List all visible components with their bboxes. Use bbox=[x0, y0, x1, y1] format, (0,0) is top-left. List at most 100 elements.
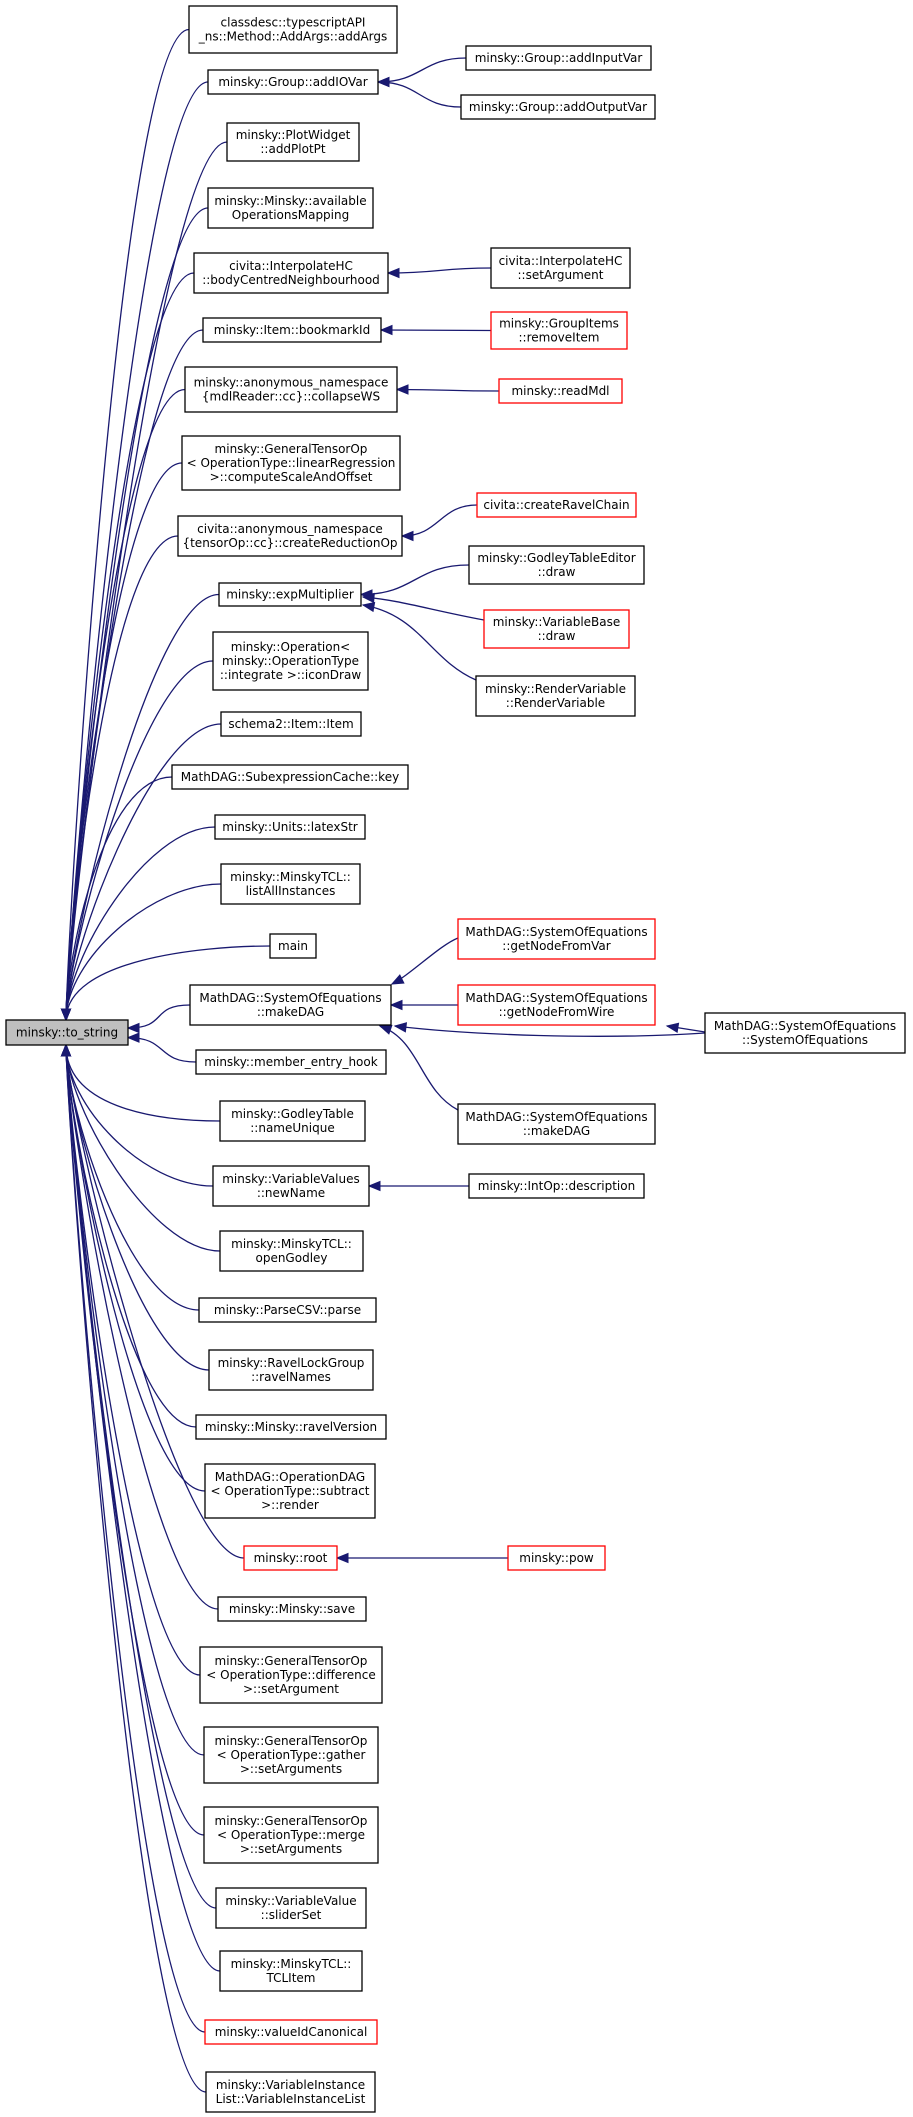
node-minsky-generaltensorop-operationtype-difference-setargument[interactable]: minsky::GeneralTensorOp< OperationType::… bbox=[199, 1646, 383, 1704]
node-mathdag-systemofequations-makedag[interactable]: MathDAG::SystemOfEquations::makeDAG bbox=[457, 1103, 656, 1145]
node-minsky-group-addiovar[interactable]: minsky::Group::addIOVar bbox=[207, 69, 379, 95]
edge-n5-to-n_root bbox=[65, 272, 195, 1021]
node-minsky-root[interactable]: minsky::root bbox=[243, 1545, 338, 1571]
edge-n21-to-n_root bbox=[65, 1044, 221, 1252]
node-label-line: minsky::GeneralTensorOp bbox=[215, 1734, 368, 1748]
node-civita-createravelchain[interactable]: civita::createRavelChain bbox=[476, 492, 637, 518]
node-label-line: civita::InterpolateHC bbox=[499, 254, 623, 268]
node-schema2-item-item[interactable]: schema2::Item::Item bbox=[220, 711, 362, 737]
edge-n13-to-n_root bbox=[65, 776, 173, 1021]
node-minsky-readmdl[interactable]: minsky::readMdl bbox=[498, 378, 623, 404]
node-label-line: listAllInstances bbox=[246, 884, 336, 898]
edge-n6a-to-n6 bbox=[380, 329, 492, 332]
node-label-line: minsky::root bbox=[254, 1551, 328, 1565]
node-minsky-variablebase-draw[interactable]: minsky::VariableBase::draw bbox=[483, 609, 630, 649]
node-box bbox=[207, 187, 374, 229]
node-label-line: minsky::readMdl bbox=[511, 384, 609, 398]
node-minsky-variablevalues-newname[interactable]: minsky::VariableValues::newName bbox=[212, 1165, 370, 1207]
node-minsky-group-addoutputvar[interactable]: minsky::Group::addOutputVar bbox=[460, 94, 656, 120]
node-mathdag-subexpressioncache-key[interactable]: MathDAG::SubexpressionCache::key bbox=[171, 764, 409, 790]
node-minsky-groupitems-removeitem[interactable]: minsky::GroupItems::removeItem bbox=[490, 311, 628, 350]
node-minsky-variablevalue-sliderset[interactable]: minsky::VariableValue::sliderSet bbox=[215, 1887, 367, 1929]
node-label-line: >::setArgument bbox=[243, 1682, 339, 1696]
node-minsky-plotwidget-addplotpt[interactable]: minsky::PlotWidget::addPlotPt bbox=[226, 122, 360, 162]
node-box bbox=[214, 814, 366, 840]
node-minsky-generaltensorop-operationtype-gather-setarguments[interactable]: minsky::GeneralTensorOp< OperationType::… bbox=[203, 1726, 379, 1784]
node-label-line: ::integrate >::iconDraw bbox=[220, 668, 361, 682]
node-minsky-to-string[interactable]: minsky::to_string bbox=[5, 1019, 129, 1046]
node-label-line: minsky::GeneralTensorOp bbox=[215, 442, 368, 456]
node-mathdag-systemofequations-getnodefromwire[interactable]: MathDAG::SystemOfEquations::getNodeFromW… bbox=[457, 984, 656, 1026]
node-box bbox=[203, 1726, 379, 1784]
arrowhead bbox=[361, 592, 375, 604]
node-label-line: minsky::pow bbox=[519, 1551, 594, 1565]
node-minsky-generaltensorop-operationtype-linearregression-computescaleandoffset[interactable]: minsky::GeneralTensorOp< OperationType::… bbox=[181, 435, 401, 491]
node-minsky-minskytcl-listallinstances[interactable]: minsky::MinskyTCL::listAllInstances bbox=[220, 863, 361, 905]
node-mathdag-systemofequations-systemofequations[interactable]: MathDAG::SystemOfEquations::SystemOfEqua… bbox=[704, 1012, 906, 1054]
node-minsky-variableinstance-list-variableinstancelist[interactable]: minsky::VariableInstanceList::VariableIn… bbox=[205, 2071, 376, 2113]
node-civita-interpolatehc-setargument[interactable]: civita::InterpolateHC::setArgument bbox=[490, 247, 631, 289]
node-minsky-parsecsv-parse[interactable]: minsky::ParseCSV::parse bbox=[198, 1297, 377, 1323]
edge-n17a-to-n17 bbox=[391, 937, 459, 985]
node-minsky-expmultiplier[interactable]: minsky::expMultiplier bbox=[218, 582, 362, 607]
node-box bbox=[171, 764, 409, 790]
edge-n2b-to-n2 bbox=[377, 81, 462, 108]
node-minsky-item-bookmarkid[interactable]: minsky::Item::bookmarkId bbox=[202, 317, 382, 343]
node-box bbox=[483, 609, 630, 649]
node-minsky-generaltensorop-operationtype-merge-setarguments[interactable]: minsky::GeneralTensorOp< OperationType::… bbox=[203, 1806, 379, 1864]
edge-n2a-to-n2 bbox=[377, 57, 467, 83]
node-minsky-intop-description[interactable]: minsky::IntOp::description bbox=[468, 1173, 645, 1199]
node-label-line: minsky::member_entry_hook bbox=[204, 1055, 377, 1069]
node-minsky-units-latexstr[interactable]: minsky::Units::latexStr bbox=[214, 814, 366, 840]
node-box bbox=[212, 631, 369, 691]
edge-n17c-to-n17 bbox=[394, 1025, 706, 1037]
node-mathdag-systemofequations-makedag[interactable]: MathDAG::SystemOfEquations::makeDAG bbox=[189, 984, 392, 1026]
node-mathdag-operationdag-operationtype-subtract-render[interactable]: MathDAG::OperationDAG< OperationType::su… bbox=[204, 1463, 376, 1519]
node-box bbox=[507, 1545, 606, 1571]
edge-n17d-to-n17 bbox=[379, 1025, 459, 1111]
node-label-line: ::getNodeFromWire bbox=[499, 1005, 615, 1019]
node-box bbox=[457, 984, 656, 1026]
node-box bbox=[217, 1596, 367, 1622]
node-label-line: minsky::RavelLockGroup bbox=[218, 1356, 365, 1370]
node-minsky-godleytableeditor-draw[interactable]: minsky::GodleyTableEditor::draw bbox=[468, 545, 645, 585]
node-minsky-minskytcl-opengodley[interactable]: minsky::MinskyTCL::openGodley bbox=[219, 1230, 364, 1272]
node-minsky-minskytcl-tclitem[interactable]: minsky::MinskyTCL::TCLItem bbox=[219, 1950, 363, 1992]
node-civita-anonymous-namespace-tensorop-cc-createreductionop[interactable]: civita::anonymous_namespace{tensorOp::cc… bbox=[177, 515, 403, 557]
node-minsky-minsky-ravelversion[interactable]: minsky::Minsky::ravelVersion bbox=[195, 1414, 387, 1440]
node-label-line: minsky::VariableValue bbox=[225, 1894, 356, 1908]
node-minsky-minsky-available-operationsmapping[interactable]: minsky::Minsky::availableOperationsMappi… bbox=[207, 187, 374, 229]
node-box bbox=[177, 515, 403, 557]
node-label-line: MathDAG::SystemOfEquations bbox=[199, 991, 381, 1005]
node-label-line: TCLItem bbox=[265, 1971, 315, 1985]
node-minsky-operation-minsky-operationtype-integrate-icondraw[interactable]: minsky::Operation<minsky::OperationType:… bbox=[212, 631, 369, 691]
node-label-line: minsky::VariableBase bbox=[493, 615, 621, 629]
node-box bbox=[490, 311, 628, 350]
node-civita-interpolatehc-bodycentredneighbourhood[interactable]: civita::InterpolateHC::bodyCentredNeighb… bbox=[193, 252, 389, 294]
node-minsky-anonymous-namespace-mdlreader-cc-collapsews[interactable]: minsky::anonymous_namespace{mdlReader::c… bbox=[184, 366, 398, 413]
node-label-line: ::RenderVariable bbox=[506, 696, 605, 710]
node-minsky-valueidcanonical[interactable]: minsky::valueIdCanonical bbox=[204, 2019, 378, 2045]
node-label-line: ::bodyCentredNeighbourhood bbox=[202, 273, 380, 287]
node-box bbox=[215, 1887, 367, 1929]
edge-n20-to-n_root bbox=[65, 1044, 214, 1187]
node-label-line: ::nameUnique bbox=[250, 1121, 334, 1135]
edge-n10c-to-n10 bbox=[362, 604, 477, 681]
arrowhead bbox=[393, 1022, 408, 1033]
node-minsky-group-addinputvar[interactable]: minsky::Group::addInputVar bbox=[465, 45, 652, 71]
node-minsky-ravellockgroup-ravelnames[interactable]: minsky::RavelLockGroup::ravelNames bbox=[208, 1349, 374, 1391]
node-classdesc-typescriptapi-ns-method-addargs-addargs[interactable]: classdesc::typescriptAPI_ns::Method::Add… bbox=[188, 5, 398, 54]
edge-n1-to-n_root bbox=[65, 28, 190, 1021]
node-label-line: >::render bbox=[261, 1498, 319, 1512]
node-minsky-pow[interactable]: minsky::pow bbox=[507, 1545, 606, 1571]
node-minsky-minsky-save[interactable]: minsky::Minsky::save bbox=[217, 1596, 367, 1622]
node-mathdag-systemofequations-getnodefromvar[interactable]: MathDAG::SystemOfEquations::getNodeFromV… bbox=[457, 918, 656, 960]
node-label-line: MathDAG::SubexpressionCache::key bbox=[181, 770, 399, 784]
node-main[interactable]: main bbox=[269, 933, 317, 959]
node-label-line: main bbox=[278, 939, 308, 953]
node-minsky-member-entry-hook[interactable]: minsky::member_entry_hook bbox=[195, 1049, 387, 1075]
node-minsky-rendervariable-rendervariable[interactable]: minsky::RenderVariable::RenderVariable bbox=[475, 675, 636, 717]
node-box bbox=[181, 435, 401, 491]
node-box bbox=[208, 1349, 374, 1391]
node-minsky-godleytable-nameunique[interactable]: minsky::GodleyTable::nameUnique bbox=[219, 1100, 366, 1142]
